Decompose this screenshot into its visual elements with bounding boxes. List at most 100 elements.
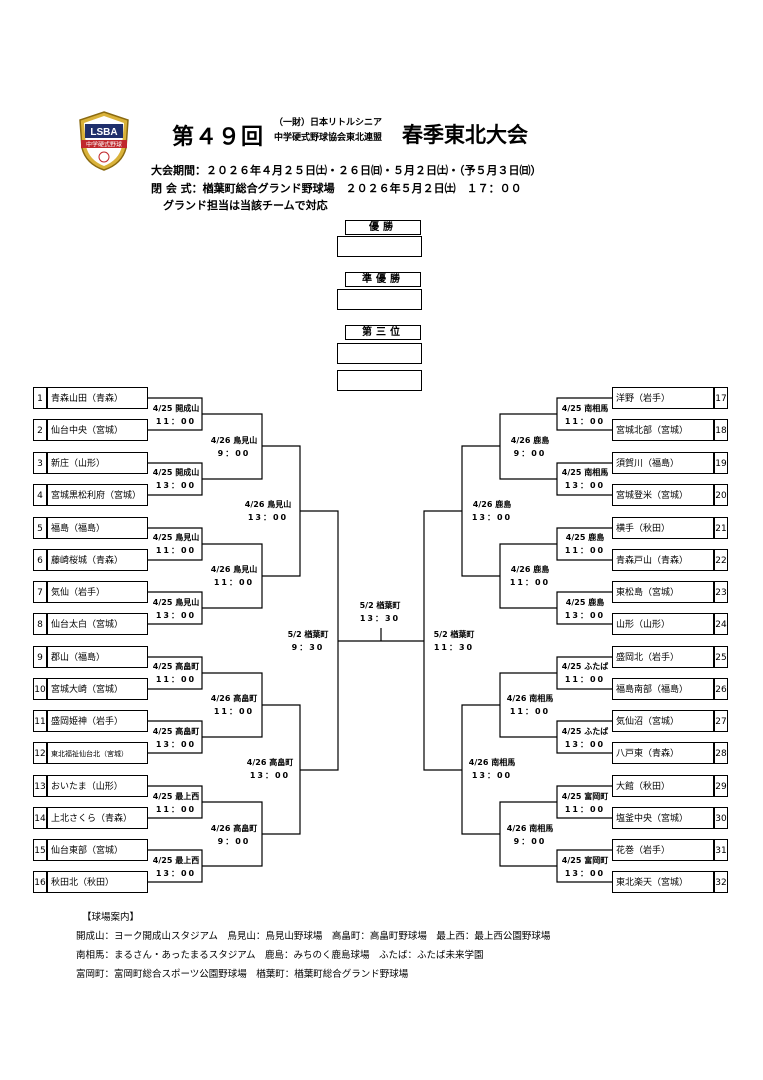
match-time: 9：00	[513, 449, 547, 458]
team-number: 5	[33, 517, 47, 539]
logo-text-top: LSBA	[90, 127, 117, 138]
team-name: おいたま（山形）	[47, 775, 148, 797]
organizer-line-1: （一財）日本リトルシニア	[273, 118, 382, 128]
match-time: 13：00	[564, 481, 606, 490]
bracket-line	[556, 720, 612, 754]
match-time: 13：00	[471, 513, 513, 522]
match-venue: 4/25 最上西	[152, 792, 200, 801]
team-name: 宮城北部（宮城）	[612, 419, 714, 441]
stadium-guide-heading: 【球場案内】	[82, 912, 140, 923]
organizer: （一財）日本リトルシニア 中学硬式野球協会東北連盟	[268, 116, 388, 146]
team-name: 盛岡姫神（岩手）	[47, 710, 148, 732]
team-name: 東北福祉仙台北（宮城）	[47, 742, 148, 764]
match-time: 11：00	[155, 417, 197, 426]
team-number: 9	[33, 646, 47, 668]
team-number: 19	[714, 452, 728, 474]
match-time: 9：00	[217, 449, 251, 458]
team-name: 秋田北（秋田）	[47, 871, 148, 893]
team-number: 11	[33, 710, 47, 732]
team-number: 30	[714, 807, 728, 829]
team-number: 12	[33, 742, 47, 764]
team-number: 26	[714, 678, 728, 700]
match-venue: 4/25 富岡町	[561, 792, 609, 801]
logo-text-band: 中学硬式野球	[86, 141, 122, 149]
match-venue: 4/26 鹿島	[510, 436, 550, 445]
team-name: 宮城大崎（宮城）	[47, 678, 148, 700]
team-name: 東北楽天（宮城）	[612, 871, 714, 893]
team-name: 福島南部（福島）	[612, 678, 714, 700]
match-time: 9：00	[217, 837, 251, 846]
match-venue: 4/25 鳥見山	[152, 533, 200, 542]
team-name: 青森山田（青森）	[47, 387, 148, 409]
match-time: 11：30	[433, 643, 475, 652]
team-number: 20	[714, 484, 728, 506]
runner-up-box	[337, 289, 422, 310]
page-title: 第４９回	[172, 125, 265, 150]
match-time: 13：00	[155, 740, 197, 749]
match-venue: 4/26 鳥見山	[210, 436, 258, 445]
team-name: 福島（福島）	[47, 517, 148, 539]
match-venue: 4/25 ふたば	[561, 662, 609, 671]
team-name: 気仙沼（宮城）	[612, 710, 714, 732]
team-number: 22	[714, 549, 728, 571]
match-time: 11：00	[564, 675, 606, 684]
match-venue: 4/26 鹿島	[510, 565, 550, 574]
match-time: 11：00	[564, 417, 606, 426]
bracket-line	[499, 413, 557, 480]
match-time: 13：00	[155, 611, 197, 620]
organizer-line-2: 中学硬式野球協会東北連盟	[273, 133, 382, 143]
team-name: 八戸東（青森）	[612, 742, 714, 764]
team-name: 宮城黒松利府（宮城）	[47, 484, 148, 506]
bracket-line	[461, 445, 500, 577]
match-venue: 4/26 高畠町	[210, 694, 258, 703]
team-number: 7	[33, 581, 47, 603]
team-number: 6	[33, 549, 47, 571]
team-name: 盛岡北（岩手）	[612, 646, 714, 668]
match-time: 13：00	[564, 740, 606, 749]
match-label: 4/26 鹿島 9：00	[500, 434, 560, 460]
team-number: 13	[33, 775, 47, 797]
team-name: 宮城登米（宮城）	[612, 484, 714, 506]
team-name: 横手（秋田）	[612, 517, 714, 539]
match-time: 11：00	[155, 805, 197, 814]
team-name: 洋野（岩手）	[612, 387, 714, 409]
third-place-box-1	[337, 343, 422, 364]
match-time: 13：00	[564, 611, 606, 620]
match-venue: 4/25 開成山	[152, 404, 200, 413]
bracket-line	[499, 672, 557, 738]
bracket-line	[556, 397, 612, 431]
team-name: 塩釜中央（宮城）	[612, 807, 714, 829]
match-venue: 4/25 鹿島	[565, 533, 605, 542]
match-venue: 4/25 ふたば	[561, 727, 609, 736]
match-venue: 4/26 高畠町	[210, 824, 258, 833]
match-venue: 4/26 南相馬	[506, 824, 554, 833]
team-number: 16	[33, 871, 47, 893]
bracket-line	[423, 510, 462, 771]
team-number: 28	[714, 742, 728, 764]
team-name: 郡山（福島）	[47, 646, 148, 668]
match-label: 4/25 ふたば 11：00	[555, 660, 615, 686]
winner-box	[337, 236, 422, 257]
team-name: 東松島（宮城）	[612, 581, 714, 603]
match-label: 4/25 ふたば 13：00	[555, 725, 615, 751]
stadium-guide-line: 開成山：ヨーク開成山スタジアム 鳥見山：鳥見山野球場 高畠町：高畠町野球場 最上…	[76, 931, 551, 942]
team-name: 気仙（岩手）	[47, 581, 148, 603]
match-venue: 5/2 楢葉町	[359, 601, 401, 610]
stadium-guide-line: 南相馬：まるさん・あったまるスタジアム 鹿島：みちのく鹿島球場 ふたば：ふたば未…	[76, 950, 484, 961]
bracket-line	[556, 849, 612, 883]
team-name: 仙台中央（宮城）	[47, 419, 148, 441]
